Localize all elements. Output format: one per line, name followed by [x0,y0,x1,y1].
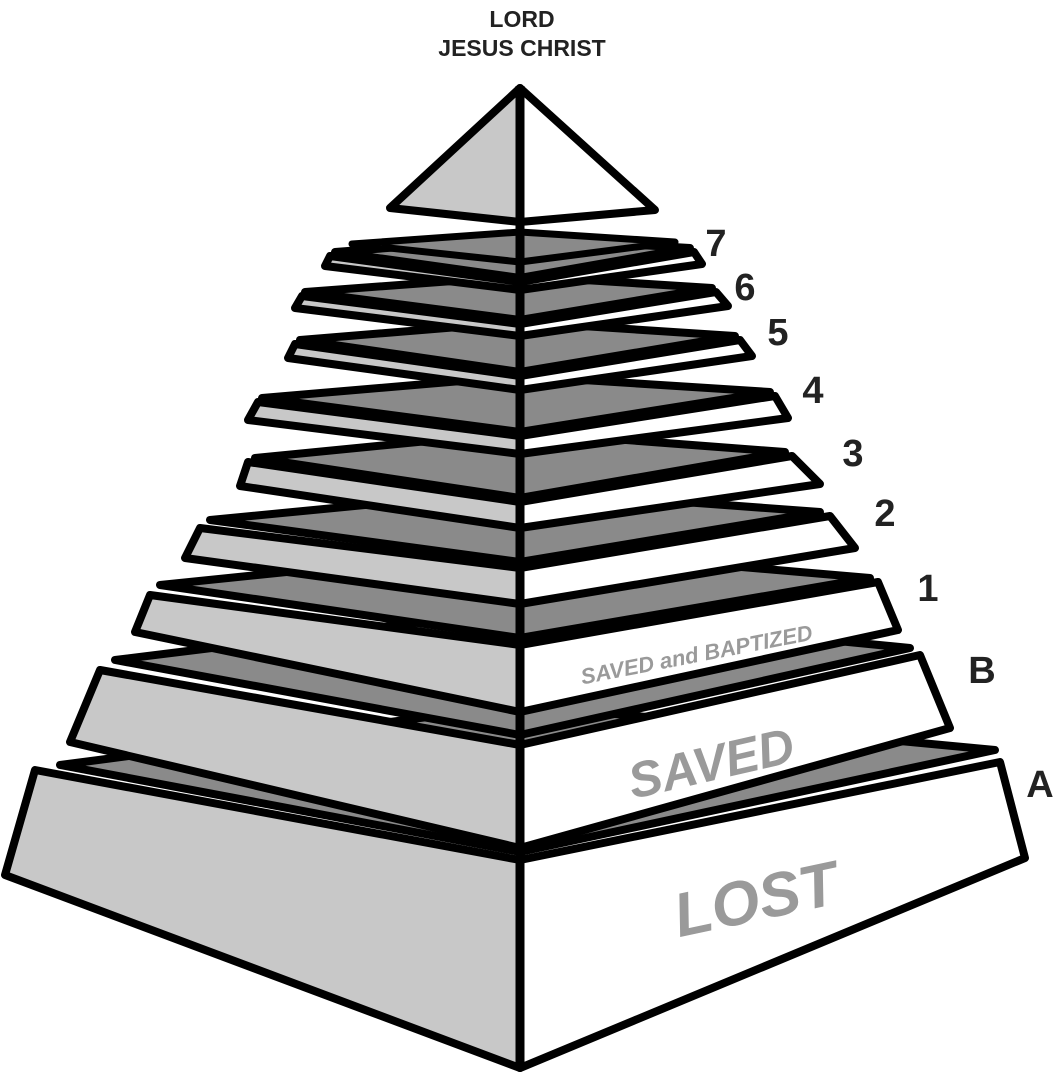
level-marker-4: 4 [802,370,823,412]
level-marker-5: 5 [767,312,788,354]
apex-left-face [390,88,520,222]
level-marker-2: 2 [874,493,895,535]
level-marker-a: A [1026,764,1053,806]
level-marker-3: 3 [842,433,863,475]
level-marker-6: 6 [734,267,755,309]
level-marker-b: B [968,650,995,692]
level-marker-1: 1 [917,568,938,610]
apex-label-line2: JESUS CHRIST [438,35,605,61]
apex-right-face [520,88,655,222]
level-marker-7: 7 [705,223,726,265]
apex-label-line1: LORD [489,6,554,32]
